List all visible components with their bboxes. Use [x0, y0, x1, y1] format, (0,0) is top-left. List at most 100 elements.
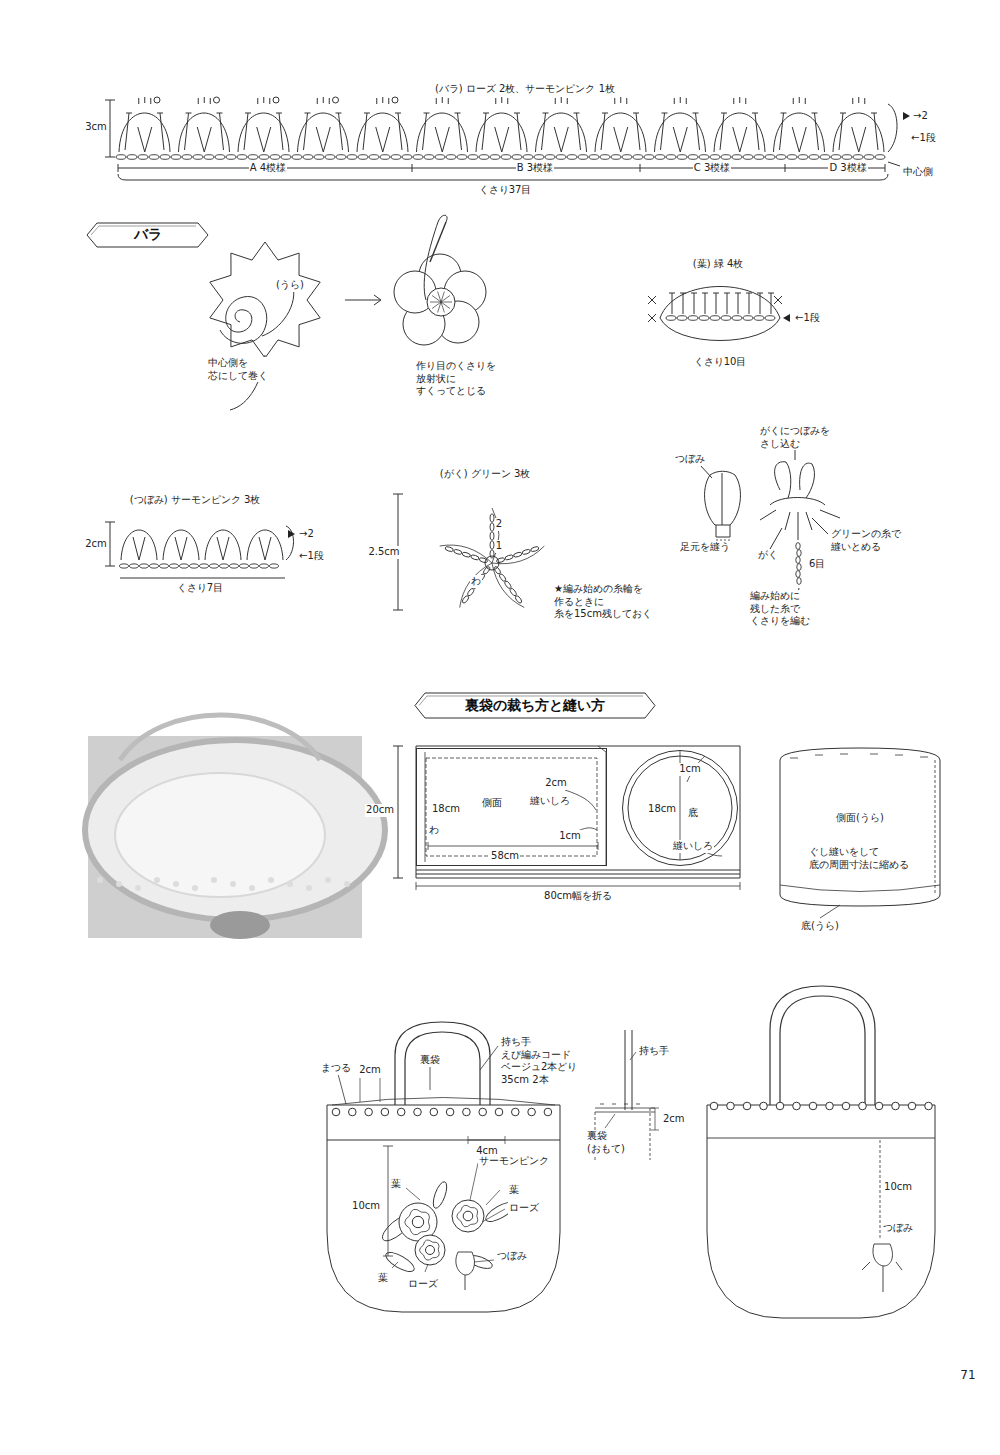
line-art: [416, 870, 740, 874]
line-art: [833, 113, 884, 152]
line-art: [292, 155, 302, 160]
line-art: [595, 1108, 655, 1112]
line-art: [457, 155, 467, 160]
annotation: がく: [757, 549, 779, 562]
line-art: [431, 1180, 450, 1210]
line-art: [853, 97, 865, 104]
annotation: 中心側を 芯にして巻く: [207, 357, 269, 382]
annotation: ぐし縫いをして 底の周囲寸法に縮める: [808, 846, 910, 871]
line-art: [820, 155, 830, 160]
line-art: [118, 174, 888, 180]
line-art: [797, 564, 801, 571]
line-art: [186, 113, 223, 114]
line-art: [888, 162, 900, 166]
annotation: まつる: [320, 1062, 352, 1075]
line-art: [120, 578, 285, 579]
annotation: ★編み始めの糸輪を 作るときに 糸を15cm残しておく: [553, 583, 653, 621]
line-art: [179, 113, 230, 152]
line-art: [628, 756, 732, 860]
line-art: [417, 113, 468, 152]
line-art: [160, 155, 170, 160]
line-art: [140, 564, 149, 568]
annotation: ←1段: [910, 132, 937, 145]
annotation: 葉: [508, 1184, 520, 1197]
line-art: [436, 97, 448, 104]
line-art: [666, 155, 676, 160]
line-art: [859, 1102, 867, 1110]
section-banner: バラ: [85, 222, 210, 248]
line-art: [392, 1163, 505, 1272]
line-art: [238, 113, 289, 152]
line-art: [796, 571, 800, 578]
line-art: [842, 155, 852, 160]
line-art: [513, 552, 522, 558]
line-art: [724, 293, 730, 314]
line-art: [595, 113, 646, 152]
line-art: [512, 1108, 520, 1116]
line-art: [432, 302, 441, 309]
line-art: [420, 1240, 440, 1260]
annotation: 2cm: [358, 1064, 382, 1077]
photo: [344, 881, 350, 887]
line-art: [250, 564, 259, 568]
line-art: [662, 113, 699, 114]
line-art: [479, 1108, 487, 1116]
line-art: [381, 1108, 389, 1116]
line-art: [133, 537, 145, 560]
line-art: [842, 1102, 850, 1110]
line-art: [185, 113, 224, 150]
line-art: [796, 543, 800, 550]
photo: [192, 885, 198, 891]
line-art: [150, 564, 159, 568]
line-art: [130, 564, 139, 568]
line-art: [175, 537, 187, 560]
line-art: [809, 155, 819, 160]
photo: [325, 877, 331, 883]
line-art: [358, 155, 368, 160]
line-art: [485, 556, 499, 570]
line-art: [438, 292, 441, 303]
line-art: [327, 1140, 560, 1312]
line-art: [357, 113, 408, 152]
photo: [115, 773, 325, 897]
line-art: [840, 113, 877, 114]
line-art: [661, 113, 700, 150]
line-art: [716, 473, 730, 537]
line-art: [365, 1108, 373, 1116]
line-art: [304, 113, 343, 150]
line-art: [204, 155, 214, 160]
line-art: [160, 564, 169, 568]
line-art: [465, 1275, 466, 1290]
line-art: [615, 97, 627, 104]
photo: [210, 911, 270, 939]
annotation: (うら): [275, 279, 305, 292]
node-text: 裏袋の裁ち方と縫い方: [465, 697, 605, 715]
line-art: [720, 113, 759, 150]
annotation: 2cm: [662, 1113, 686, 1126]
line-art: [862, 1262, 902, 1292]
annotation: 葉: [390, 1178, 402, 1191]
line-art: [226, 155, 236, 160]
line-art: [544, 1108, 552, 1116]
annotation: 側面(うら): [835, 812, 885, 825]
line-art: [677, 155, 687, 160]
line-art: [892, 1102, 900, 1110]
line-art: [360, 1078, 380, 1102]
annotation: ←1段: [298, 550, 325, 563]
line-art: [200, 564, 209, 568]
annotation: 1cm: [558, 830, 582, 843]
line-art: [426, 1246, 435, 1255]
line-art: [424, 155, 434, 160]
annotation: グリーンの糸で 縫いとめる: [830, 528, 902, 553]
annotation: 2: [495, 518, 503, 531]
line-art: [237, 155, 247, 160]
line-art: [197, 127, 211, 152]
line-art: [138, 155, 148, 160]
line-art: [721, 316, 731, 321]
line-art: [680, 293, 686, 314]
line-art: [780, 885, 940, 892]
line-art: [797, 550, 801, 557]
photo: [97, 877, 103, 883]
line-art: [522, 549, 531, 555]
